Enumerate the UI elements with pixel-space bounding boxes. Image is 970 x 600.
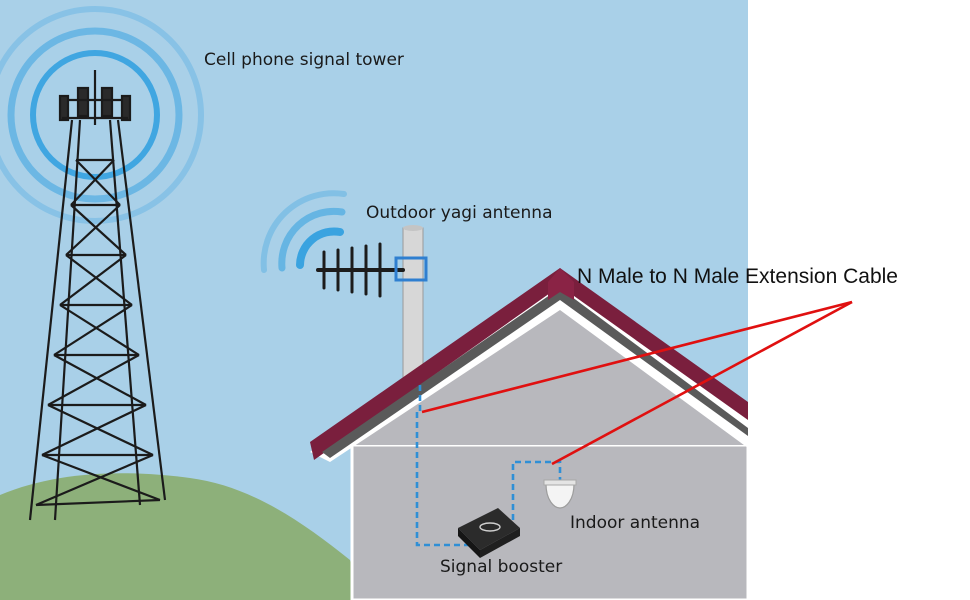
tower-signal-waves-icon (0, 6, 204, 224)
indoor-cable-path (511, 460, 562, 520)
white-margin (748, 0, 970, 600)
signal-booster-icon (458, 508, 520, 558)
label-tower: Cell phone signal tower (204, 50, 404, 70)
hill (0, 473, 360, 600)
yagi-signal-waves-icon (260, 190, 347, 273)
house-roof (310, 268, 748, 462)
label-cable: N Male to N Male Extension Cable (577, 265, 898, 288)
cell-tower-icon (28, 70, 167, 521)
indoor-antenna-icon (543, 479, 577, 509)
label-signal-booster: Signal booster (440, 557, 562, 577)
outdoor-cable-path (415, 385, 470, 547)
cable-leader-lines (421, 300, 853, 466)
house-gable (352, 295, 748, 445)
label-indoor-antenna: Indoor antenna (570, 513, 700, 533)
label-yagi: Outdoor yagi antenna (366, 203, 553, 223)
yagi-antenna-icon (316, 242, 428, 298)
antenna-mast (402, 227, 424, 387)
